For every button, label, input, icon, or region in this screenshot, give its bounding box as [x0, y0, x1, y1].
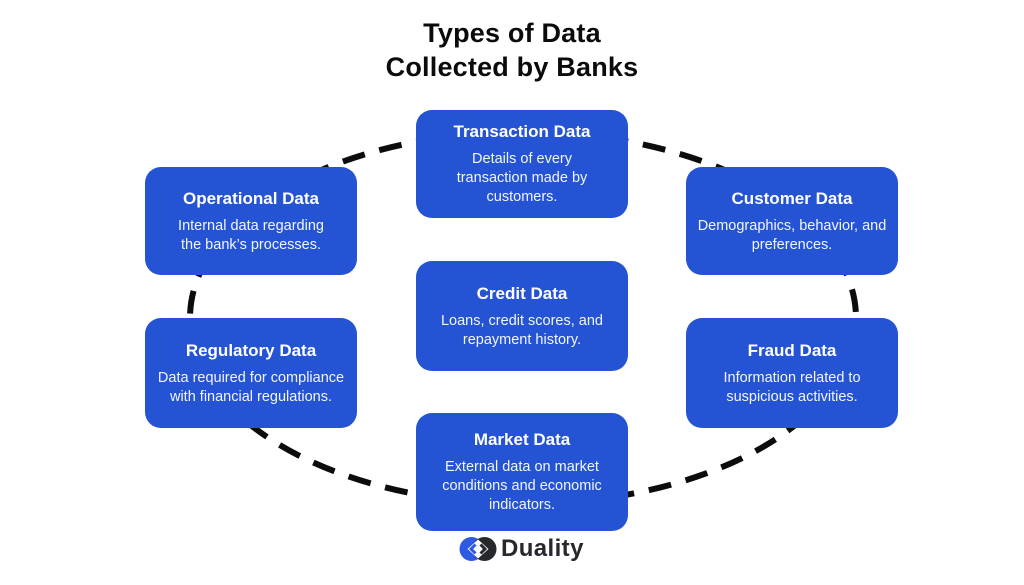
page-title-line2: Collected by Banks: [385, 52, 639, 82]
node-title: Regulatory Data: [185, 340, 317, 360]
node-body: Information related to suspicious activi…: [723, 369, 861, 405]
node-title: Fraud Data: [747, 340, 837, 360]
page-title-line1: Types of Data: [423, 18, 601, 48]
node-fraud-data: Fraud Data Information related to suspic…: [686, 318, 898, 428]
node-credit-data: Credit Data Loans, credit scores, and re…: [416, 261, 628, 371]
page-title: Types of Data Collected by Banks: [0, 16, 1024, 84]
node-body: Details of every transaction made by cus…: [456, 151, 588, 205]
node-title: Customer Data: [731, 188, 853, 208]
node-title: Transaction Data: [453, 122, 591, 141]
node-title: Market Data: [473, 430, 571, 449]
duality-logo-icon: [459, 537, 497, 561]
node-body: Loans, credit scores, and repayment hist…: [440, 312, 603, 348]
node-title: Operational Data: [182, 188, 320, 208]
node-body: Data required for compliance with financ…: [157, 369, 345, 405]
node-market-data: Market Data External data on market cond…: [416, 413, 628, 531]
duality-logo-text: Duality: [501, 535, 584, 562]
duality-logo: Duality: [458, 533, 584, 565]
node-body: External data on market conditions and e…: [442, 459, 602, 513]
node-regulatory-data: Regulatory Data Data required for compli…: [145, 318, 357, 428]
node-customer-data: Customer Data Demographics, behavior, an…: [686, 167, 898, 275]
node-body: Demographics, behavior, and preferences.: [697, 217, 887, 253]
node-title: Credit Data: [476, 283, 568, 303]
node-operational-data: Operational Data Internal data regarding…: [145, 167, 357, 275]
node-transaction-data: Transaction Data Details of every transa…: [416, 110, 628, 218]
node-body: Internal data regarding the bank’s proce…: [178, 217, 324, 253]
